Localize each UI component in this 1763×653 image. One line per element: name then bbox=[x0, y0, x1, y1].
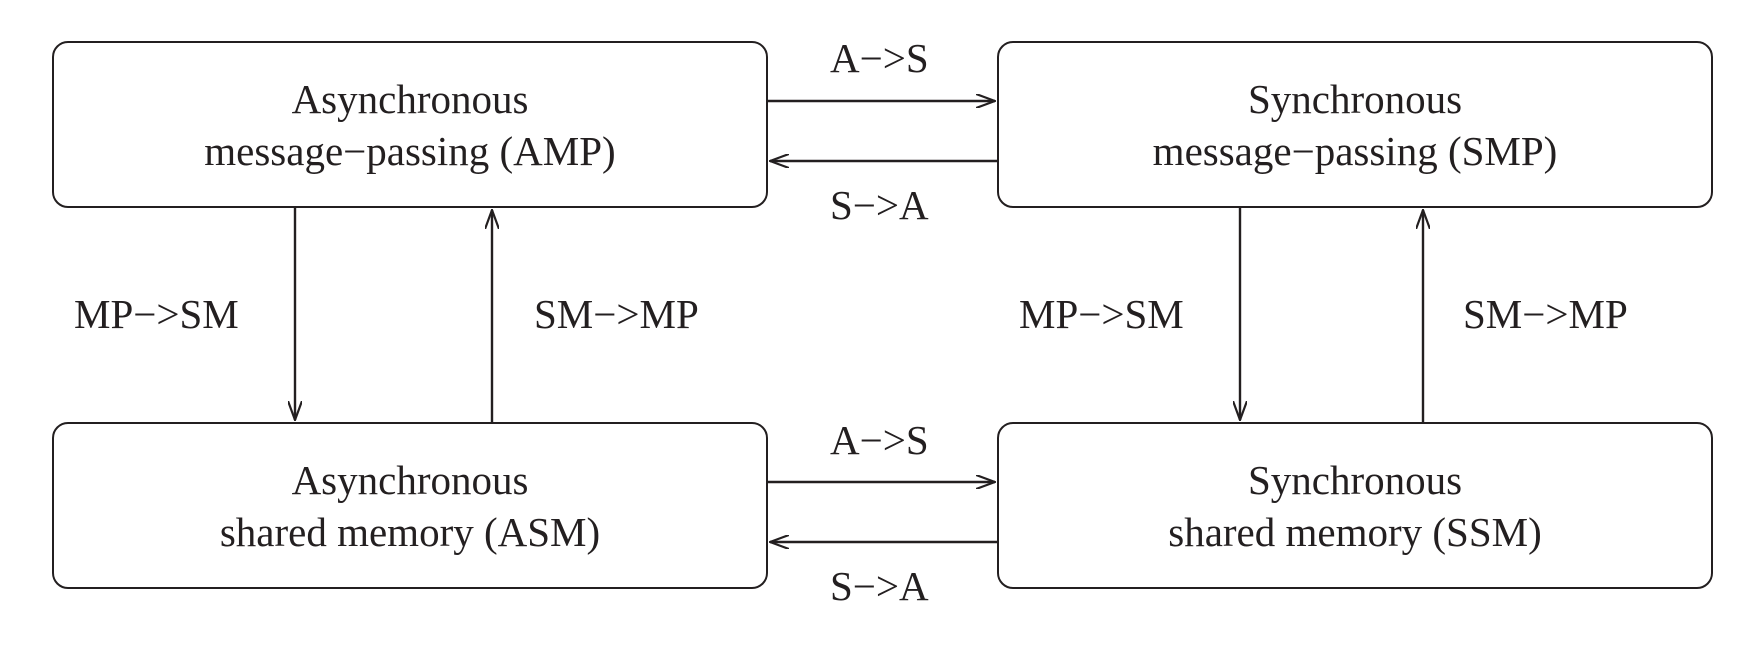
edge-label-smp-to-amp: S−>A bbox=[830, 182, 929, 228]
node-smp-line1: Synchronous bbox=[1247, 75, 1463, 122]
edge-label-amp-to-asm: MP−>SM bbox=[74, 291, 239, 337]
edge-label-asm-to-amp: SM−>MP bbox=[534, 291, 699, 337]
edge-label-ssm-to-smp: SM−>MP bbox=[1463, 291, 1628, 337]
node-amp-line1: Asynchronous bbox=[291, 75, 529, 122]
edge-label-smp-to-ssm: MP−>SM bbox=[1019, 291, 1184, 337]
node-asm-line1: Asynchronous bbox=[291, 456, 529, 503]
node-smp: Synchronous message−passing (SMP) bbox=[997, 41, 1713, 208]
node-asm: Asynchronous shared memory (ASM) bbox=[52, 422, 768, 589]
node-ssm: Synchronous shared memory (SSM) bbox=[997, 422, 1713, 589]
node-amp-line2: message−passing (AMP) bbox=[204, 127, 616, 174]
edge-label-ssm-to-asm: S−>A bbox=[830, 563, 929, 609]
node-ssm-line2: shared memory (SSM) bbox=[1168, 508, 1542, 555]
node-asm-line2: shared memory (ASM) bbox=[219, 508, 601, 555]
edge-label-asm-to-ssm: A−>S bbox=[830, 417, 929, 463]
node-smp-line2: message−passing (SMP) bbox=[1152, 127, 1558, 174]
node-ssm-line1: Synchronous bbox=[1247, 456, 1463, 503]
node-amp: Asynchronous message−passing (AMP) bbox=[52, 41, 768, 208]
edge-label-amp-to-smp: A−>S bbox=[830, 35, 929, 81]
